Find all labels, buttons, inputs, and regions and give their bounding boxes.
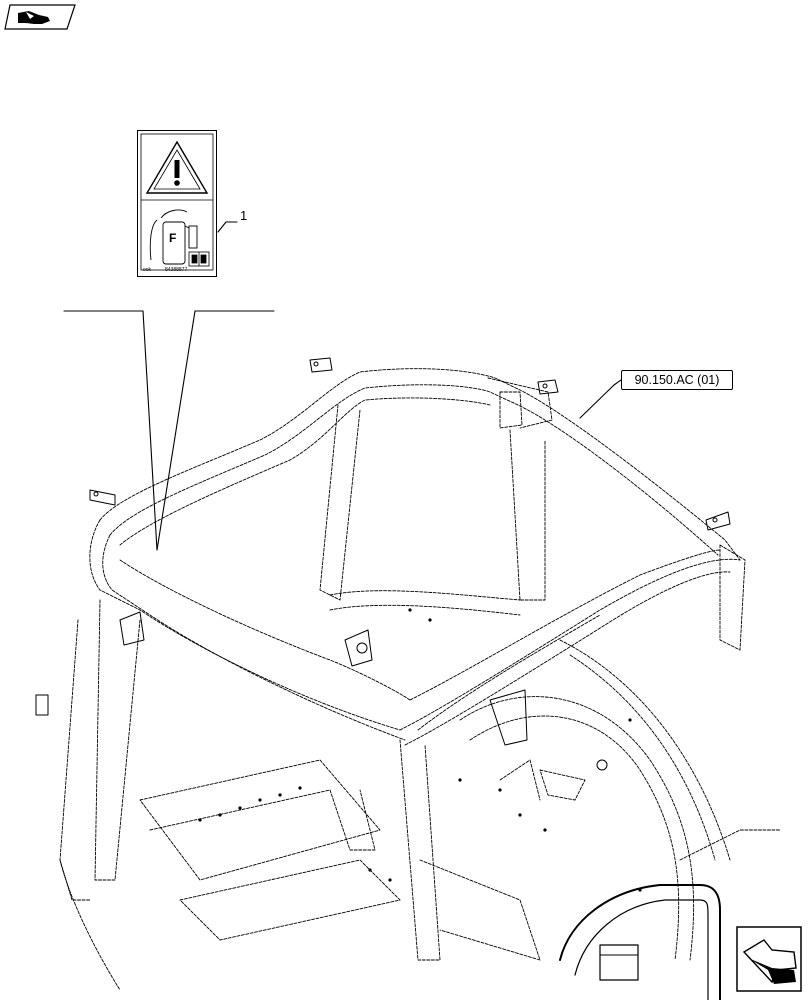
- cross-reference-link[interactable]: 90.150.AC (01): [621, 370, 733, 390]
- window-opening: [119, 397, 721, 701]
- leader-lines: [63, 221, 622, 551]
- wheel-arch: [459, 639, 781, 961]
- extinguisher-letter: F: [169, 231, 177, 245]
- roof-frame: [89, 368, 741, 746]
- frame-holes: [198, 608, 642, 892]
- floor-structure: [139, 590, 541, 961]
- fire-extinguisher-icon: [149, 209, 198, 265]
- door-frame: [559, 884, 721, 1000]
- book-hand-icon[interactable]: [4, 4, 76, 30]
- safety-decal: F ook 84388877: [137, 130, 217, 277]
- warning-triangle-icon: [145, 140, 209, 194]
- posts: [59, 404, 746, 991]
- book-icon: [188, 251, 210, 267]
- decal-part-number: 84388877: [165, 267, 188, 273]
- decal-footer-left: ook: [143, 267, 152, 273]
- mounting-brackets: [35, 357, 731, 771]
- page-back-arrow-icon[interactable]: [736, 926, 802, 992]
- callout-number: 1: [240, 208, 248, 223]
